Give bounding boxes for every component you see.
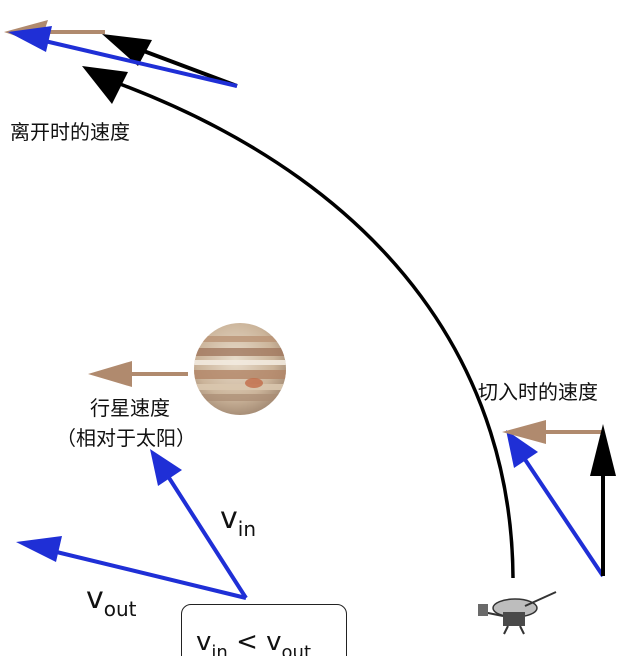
departure-total-velocity-arrow	[31, 36, 238, 88]
velocity-comparison-formula: vin < vout	[196, 627, 312, 656]
arrival-planet-velocity-arrowhead	[502, 420, 546, 444]
v-in-label: vin	[220, 501, 256, 542]
v-out-label: vout	[86, 581, 137, 622]
departure-velocity-label: 离开时的速度	[10, 120, 130, 144]
v-out-arrowhead	[16, 536, 62, 562]
trajectory-curve	[119, 82, 515, 579]
v-out-arrow	[39, 546, 247, 600]
departure-relative-velocity-arrowhead	[102, 34, 152, 66]
departure-total-velocity-arrowhead	[8, 26, 52, 52]
v-in-arrowhead	[150, 449, 182, 486]
v-in-arrow	[162, 468, 248, 600]
arrival-velocity-label: 切入时的速度	[478, 380, 598, 404]
spacecraft-icon	[478, 591, 557, 635]
velocity-comparison-box: vin < vout	[181, 604, 347, 656]
arrival-relative-velocity-arrowhead	[590, 424, 616, 476]
planet-velocity-reference-label: （相对于太阳）	[56, 426, 196, 450]
trajectory-arrowhead	[82, 66, 128, 104]
planet-velocity-label: 行星速度	[90, 396, 170, 420]
jupiter-icon	[194, 323, 286, 415]
arrival-total-velocity-arrowhead	[506, 430, 538, 468]
planet-velocity-arrowhead	[88, 361, 132, 387]
arrival-total-velocity-arrow	[518, 450, 605, 578]
